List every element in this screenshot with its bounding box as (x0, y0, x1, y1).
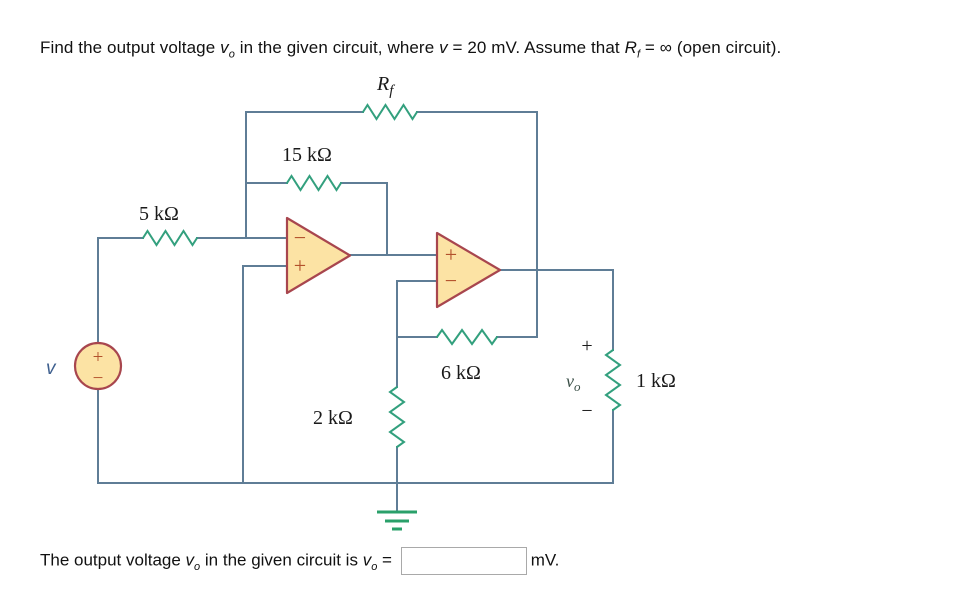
title-v-subscript: o (228, 48, 235, 61)
problem-statement: Find the output voltage vo in the given … (40, 38, 781, 60)
opamp-2 (435, 231, 502, 309)
label-2k: 2 kΩ (313, 407, 353, 429)
label-source-v: v (46, 358, 57, 379)
label-rf: Rf (376, 73, 395, 99)
voltage-source (73, 341, 123, 391)
answer-line: The output voltage vo in the given circu… (40, 547, 559, 575)
label-15k: 15 kΩ (282, 144, 332, 166)
circuit-wires (97, 111, 614, 513)
question-text: in the given circuit is (200, 550, 363, 570)
vo-minus-sign: − (581, 400, 592, 422)
resistor-rf (362, 103, 418, 121)
question-v2-symbol: v (362, 550, 372, 570)
resistor-2k (388, 386, 406, 448)
opamp1-plus-input-sign: + (294, 253, 306, 278)
title-text: Find the output voltage (40, 38, 221, 57)
question-text: The output voltage (40, 550, 186, 570)
opamp-1 (285, 216, 352, 295)
resistor-6k (436, 328, 498, 346)
source-minus-sign: − (93, 368, 104, 389)
infinity-symbol: ∞ (659, 38, 673, 57)
title-rf-symbol: R (624, 38, 637, 57)
title-v2-symbol: v (439, 38, 448, 57)
label-5k: 5 kΩ (139, 203, 179, 225)
title-text: = 20 mV. Assume that (447, 38, 625, 57)
resistor-15k (286, 174, 342, 192)
unit-label: mV. (530, 550, 560, 570)
question-text: = (377, 550, 397, 570)
label-vo: vo (566, 371, 581, 394)
title-text: (open circuit). (672, 38, 782, 57)
source-plus-sign: + (93, 347, 104, 368)
question-v2-subscript: o (371, 560, 378, 573)
opamp2-minus-input-sign: − (445, 268, 457, 293)
question-v-subscript: o (194, 560, 201, 573)
resistor-1k (604, 349, 622, 411)
question-v-symbol: v (185, 550, 195, 570)
resistor-5k (142, 229, 198, 247)
title-v-symbol: v (220, 38, 229, 57)
label-1k: 1 kΩ (636, 370, 676, 392)
ground-icon (377, 510, 417, 531)
title-rf-subscript: f (636, 48, 641, 61)
answer-input[interactable] (400, 547, 527, 575)
label-6k: 6 kΩ (441, 362, 481, 384)
title-text: in the given circuit, where (234, 38, 440, 57)
opamp1-minus-input-sign: − (294, 225, 306, 250)
opamp2-plus-input-sign: + (445, 242, 457, 267)
title-text: = (640, 38, 660, 57)
vo-plus-sign: + (581, 335, 592, 357)
